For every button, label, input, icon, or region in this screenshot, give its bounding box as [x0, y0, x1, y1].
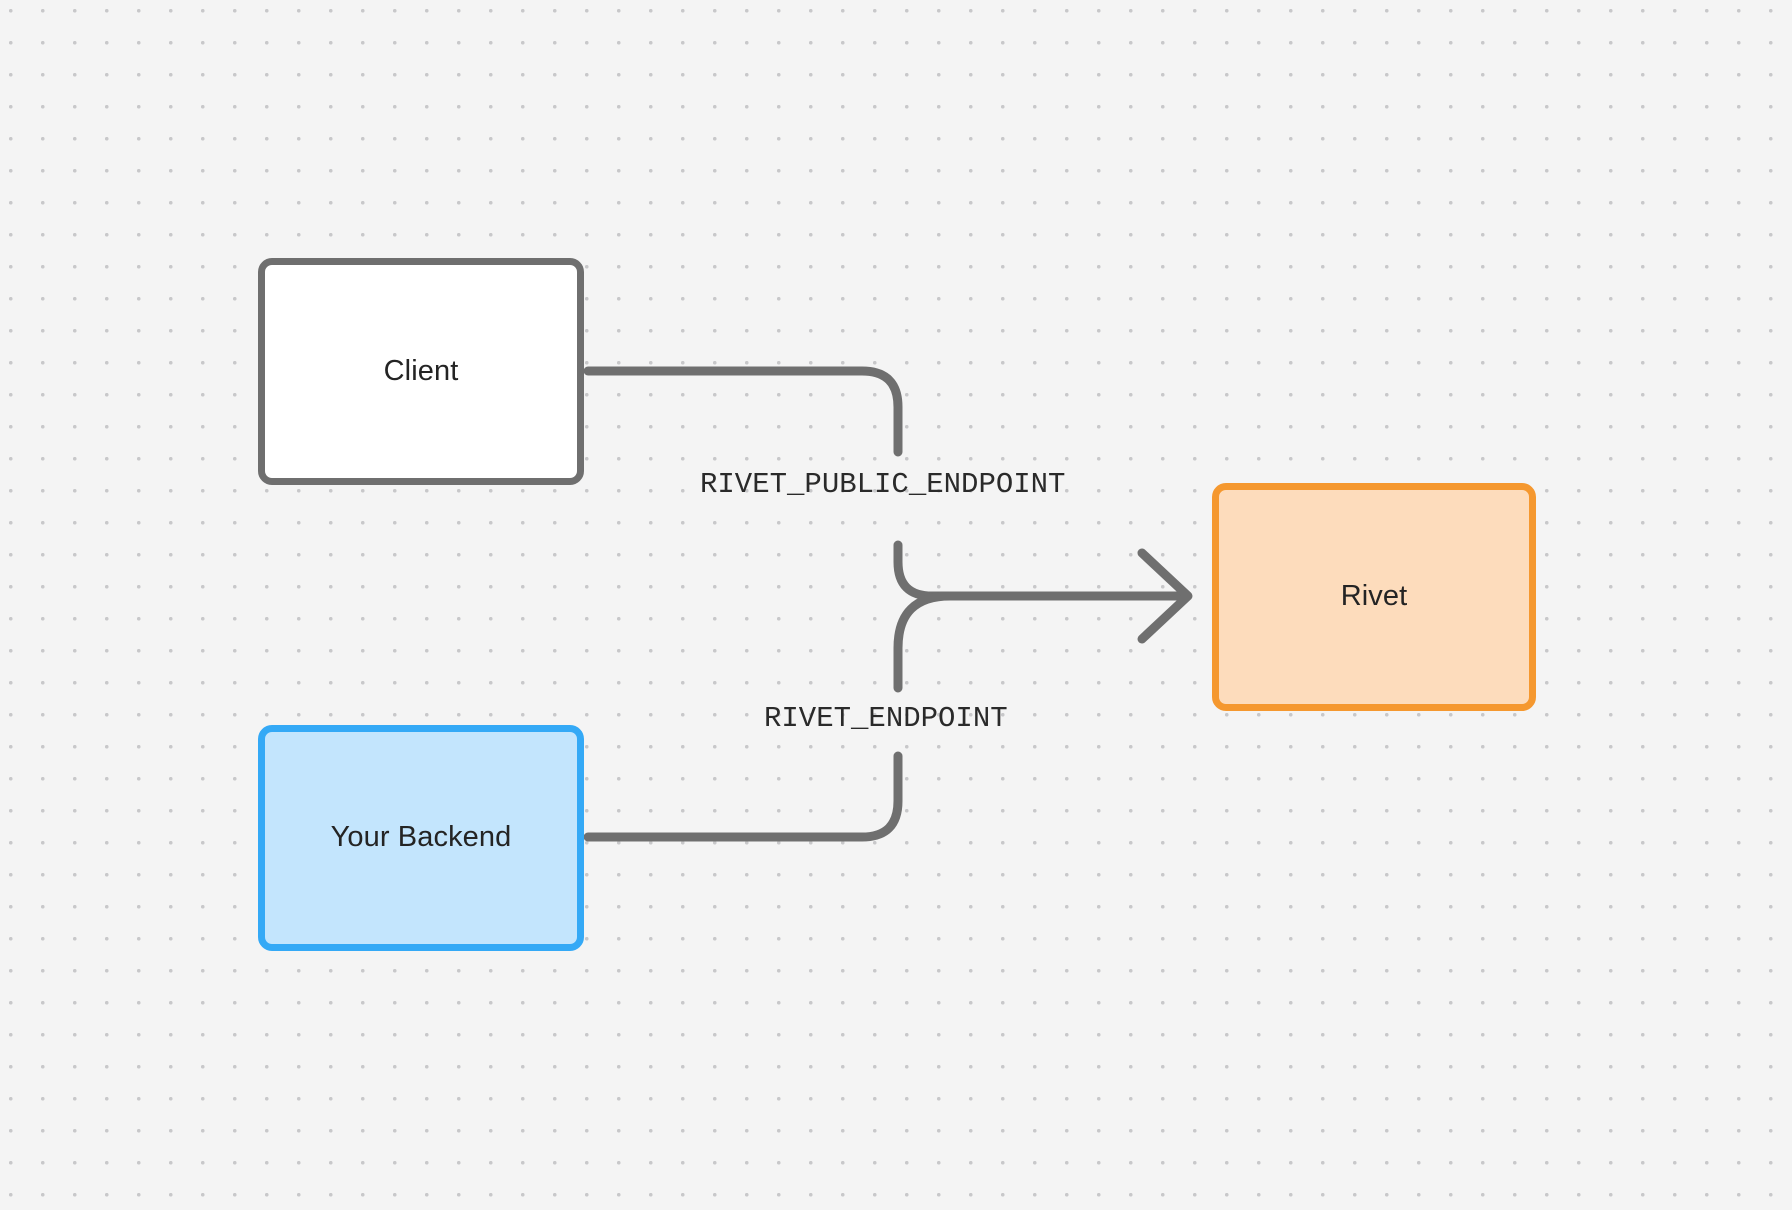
edge-backend-to-rivet-segment-top: [893, 591, 1183, 693]
node-client[interactable]: Client: [258, 258, 584, 485]
edge-client-to-rivet-segment-bottom: [893, 540, 1183, 601]
arrow-head-icon: [1137, 548, 1193, 644]
edge-label-rivet-public-endpoint: RIVET_PUBLIC_ENDPOINT: [700, 468, 1066, 501]
node-your-backend-label: Your Backend: [330, 821, 512, 854]
node-client-label: Client: [383, 354, 459, 387]
edge-client-to-rivet-segment-top: [583, 366, 903, 457]
node-rivet[interactable]: Rivet: [1212, 483, 1536, 711]
node-rivet-label: Rivet: [1340, 580, 1408, 613]
edge-label-rivet-endpoint: RIVET_ENDPOINT: [764, 702, 1008, 735]
edge-backend-to-rivet-segment-bottom: [583, 751, 903, 842]
node-your-backend[interactable]: Your Backend: [258, 725, 584, 951]
